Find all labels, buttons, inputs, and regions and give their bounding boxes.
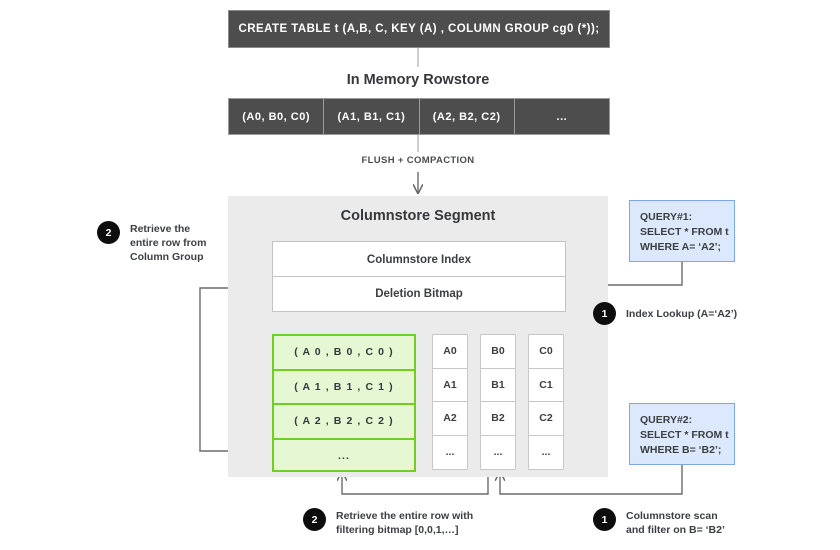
query1-where: WHERE A= ‘A2’; <box>640 241 721 253</box>
column-cell: B2 <box>481 402 515 436</box>
column-cell: ... <box>445 445 455 458</box>
rowstore-title: In Memory Rowstore <box>346 72 490 88</box>
query1-id: QUERY#1: <box>640 211 693 223</box>
step-retrieve-with-bitmap: 2 Retrieve the entire row with filtering… <box>303 508 473 537</box>
step-label: Retrieve the entire row from Column Grou… <box>130 223 207 263</box>
step-columnstore-scan: 1 Columnstore scan and filter on B= ‘B2’ <box>593 508 725 537</box>
column-stripe-a: A0 A1 A2 ... <box>432 334 468 470</box>
step-label: Retrieve the entire row with filtering b… <box>336 510 474 536</box>
column-cell: A1 <box>433 369 467 402</box>
column-cell: B0 <box>481 335 515 369</box>
column-cell: ... <box>541 445 551 458</box>
query2-callout: QUERY#2: SELECT * FROM t WHERE B= ‘B2’; <box>629 403 735 465</box>
column-cell: B1 <box>481 369 515 402</box>
deletion-bitmap-box: Deletion Bitmap <box>272 276 566 312</box>
deletion-bitmap-label: Deletion Bitmap <box>375 288 463 300</box>
step-badge: 2 <box>97 221 120 244</box>
step-badge: 2 <box>303 508 326 531</box>
step-badge: 1 <box>593 302 616 325</box>
column-cell: C0 <box>529 335 563 369</box>
step-badge: 1 <box>593 508 616 531</box>
step-label: Columnstore scan and filter on B= ‘B2’ <box>626 510 725 536</box>
column-cell: C1 <box>529 369 563 402</box>
query2-id: QUERY#2: <box>640 414 693 426</box>
column-group-block: ( A 0 , B 0 , C 0 ) ( A 1 , B 1 , C 1 ) … <box>272 334 416 472</box>
rowstore-cell: ... <box>556 110 568 123</box>
flush-compaction-label: FLUSH + COMPACTION <box>361 155 475 166</box>
rowstore-cell: (A0, B0, C0) <box>229 99 325 134</box>
query2-where: WHERE B= ‘B2’; <box>640 444 722 456</box>
query2-select: SELECT * FROM t <box>640 429 729 441</box>
rowstore-cell: (A2, B2, C2) <box>420 99 515 134</box>
column-cell: ... <box>493 445 503 458</box>
step-label: Index Lookup (A=‘A2’) <box>626 308 738 320</box>
column-stripe-c: C0 C1 C2 ... <box>528 334 564 470</box>
column-group-row: ( A 2 , B 2 , C 2 ) <box>274 405 414 440</box>
query1-select: SELECT * FROM t <box>640 226 729 238</box>
column-cell: A2 <box>433 402 467 436</box>
columnstore-index-box: Columnstore Index <box>272 241 566 278</box>
step-retrieve-column-group: 2 Retrieve the entire row from Column Gr… <box>97 221 206 264</box>
column-group-row: ( A 0 , B 0 , C 0 ) <box>274 336 414 371</box>
column-stripe-b: B0 B1 B2 ... <box>480 334 516 470</box>
column-group-row: ... <box>337 449 351 462</box>
columnstore-index-label: Columnstore Index <box>366 253 472 266</box>
column-group-row: ( A 1 , B 1 , C 1 ) <box>274 371 414 405</box>
columnstore-segment-title: Columnstore Segment <box>340 208 496 224</box>
ddl-statement-bar: CREATE TABLE t (A,B, C, KEY (A) , COLUMN… <box>228 10 610 48</box>
ddl-statement-text: CREATE TABLE t (A,B, C, KEY (A) , COLUMN… <box>238 23 600 35</box>
step-index-lookup: 1 Index Lookup (A=‘A2’) <box>593 302 737 325</box>
rowstore-box: (A0, B0, C0) (A1, B1, C1) (A2, B2, C2) .… <box>228 98 610 135</box>
query1-callout: QUERY#1: SELECT * FROM t WHERE A= ‘A2’; <box>629 200 735 262</box>
column-cell: A0 <box>433 335 467 369</box>
rowstore-cell: (A1, B1, C1) <box>324 99 420 134</box>
column-cell: C2 <box>529 402 563 436</box>
